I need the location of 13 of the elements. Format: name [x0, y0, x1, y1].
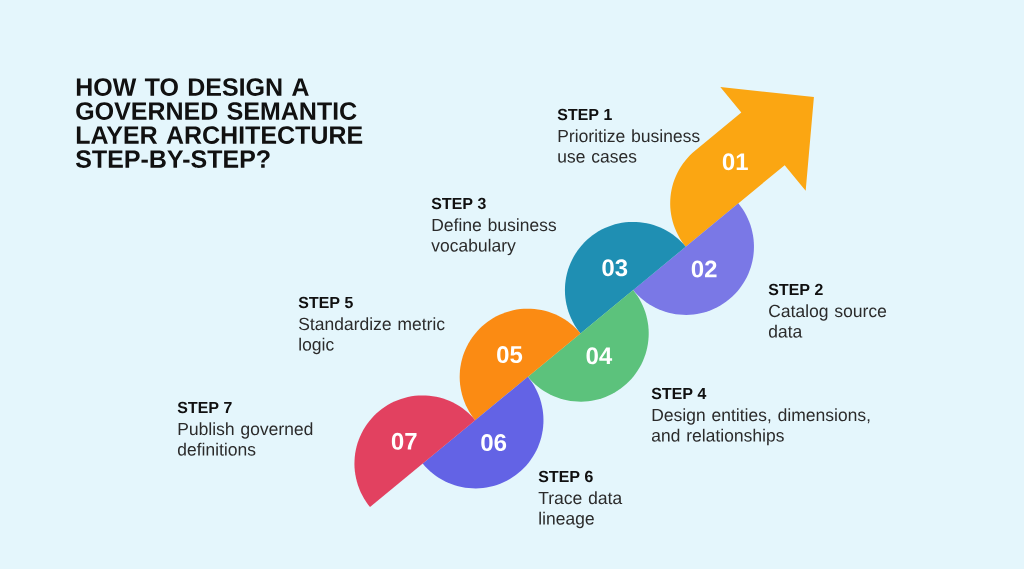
step-heading: STEP 4: [651, 387, 707, 400]
step-description: Design entities, dimensions, and relationships: [651, 408, 870, 446]
title: HOW TO DESIGN A GOVERNED SEMANTIC LAYER ARCHITECTURE STEP-BY-STEP?: [75, 78, 363, 168]
step-heading: STEP 1: [557, 108, 612, 121]
step-heading: STEP 3: [431, 197, 486, 210]
step-heading: STEP 2: [768, 283, 823, 296]
step-heading: STEP 5: [298, 296, 353, 309]
step-description: Catalog source data: [768, 304, 887, 338]
step-description: Trace data lineage: [538, 491, 623, 529]
step-description: Define business vocabulary: [431, 218, 557, 256]
step-heading: STEP 7: [177, 401, 232, 414]
step-description: Publish governed definitions: [177, 422, 313, 456]
step-description: Standardize metric logic: [299, 317, 445, 355]
